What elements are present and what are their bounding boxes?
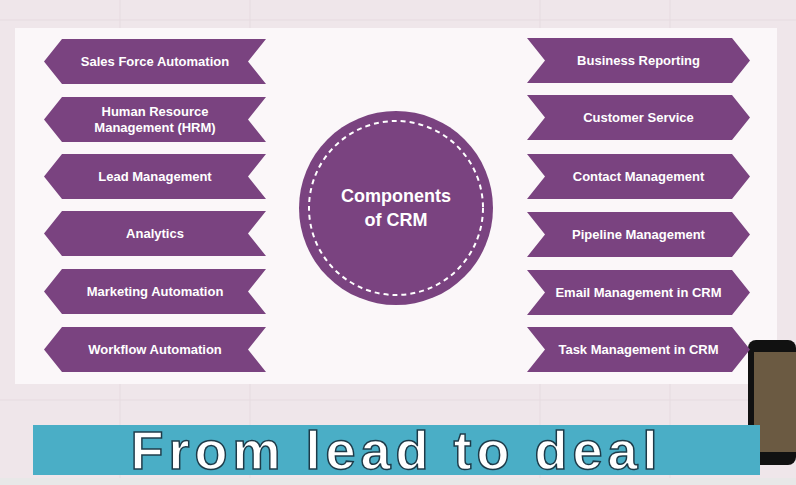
arrow-outline	[44, 154, 266, 199]
left-arrow-box: Lead Management	[44, 154, 266, 199]
arrow-outline	[44, 211, 266, 256]
text-stack: Business Reporting	[577, 53, 700, 69]
arrow-outline	[527, 212, 750, 257]
arrow-outline	[527, 95, 750, 140]
text-stack: Pipeline Management	[572, 227, 705, 243]
text-stack: Components of CRM	[331, 184, 461, 232]
right-arrow-box: Customer Service	[527, 95, 750, 140]
arrow-outline	[527, 38, 750, 83]
arrow-outline	[527, 154, 750, 199]
right-arrow-box: Email Management in CRM	[527, 270, 750, 315]
component-label: Email Management in CRM	[555, 285, 721, 301]
arrow-outline	[44, 39, 266, 84]
text-stack: Human Resource Management (HRM)	[90, 104, 220, 136]
component-label: Marketing Automation	[87, 284, 224, 300]
component-label: Workflow Automation	[88, 342, 222, 358]
text-stack: Task Management in CRM	[558, 342, 718, 358]
component-label: Sales Force Automation	[81, 54, 229, 70]
text-stack: Marketing Automation	[87, 284, 224, 300]
center-circle: Components of CRM	[299, 111, 493, 305]
text-stack: Analytics	[126, 226, 184, 242]
text-stack: Sales Force Automation	[81, 54, 229, 70]
text-stack: From lead to deal	[130, 420, 662, 480]
circle-shape	[299, 111, 493, 305]
left-arrow-box: Sales Force Automation	[44, 39, 266, 84]
component-label: Human Resource Management (HRM)	[90, 104, 220, 136]
webcam-picture	[754, 352, 796, 452]
component-label: Customer Service	[583, 110, 694, 126]
arrow-outline	[44, 269, 266, 314]
component-label: Business Reporting	[577, 53, 700, 69]
circle-fill	[299, 111, 493, 305]
component-label: Task Management in CRM	[558, 342, 718, 358]
component-label: Lead Management	[98, 169, 211, 185]
arrow-outline	[527, 327, 750, 372]
arrow-outline	[44, 97, 266, 142]
dashed-ring	[309, 121, 483, 295]
right-arrow-box: Contact Management	[527, 154, 750, 199]
title-banner: From lead to deal	[33, 425, 760, 475]
text-stack: Email Management in CRM	[555, 285, 721, 301]
center-title: Components of CRM	[331, 184, 461, 232]
component-label: Analytics	[126, 226, 184, 242]
right-arrow-box: Task Management in CRM	[527, 327, 750, 372]
arrow-outline	[44, 327, 266, 372]
slide-panel	[15, 28, 777, 384]
arrow-outline	[527, 270, 750, 315]
text-stack: Lead Management	[98, 169, 211, 185]
text-stack: Workflow Automation	[88, 342, 222, 358]
component-label: Contact Management	[573, 169, 704, 185]
text-stack: Contact Management	[573, 169, 704, 185]
right-arrow-box: Pipeline Management	[527, 212, 750, 257]
left-arrow-box: Workflow Automation	[44, 327, 266, 372]
component-label: Pipeline Management	[572, 227, 705, 243]
banner-text: From lead to deal	[130, 420, 662, 480]
left-arrow-box: Human Resource Management (HRM)	[44, 97, 266, 142]
left-arrow-box: Marketing Automation	[44, 269, 266, 314]
left-arrow-box: Analytics	[44, 211, 266, 256]
text-stack: Customer Service	[583, 110, 694, 126]
right-arrow-box: Business Reporting	[527, 38, 750, 83]
